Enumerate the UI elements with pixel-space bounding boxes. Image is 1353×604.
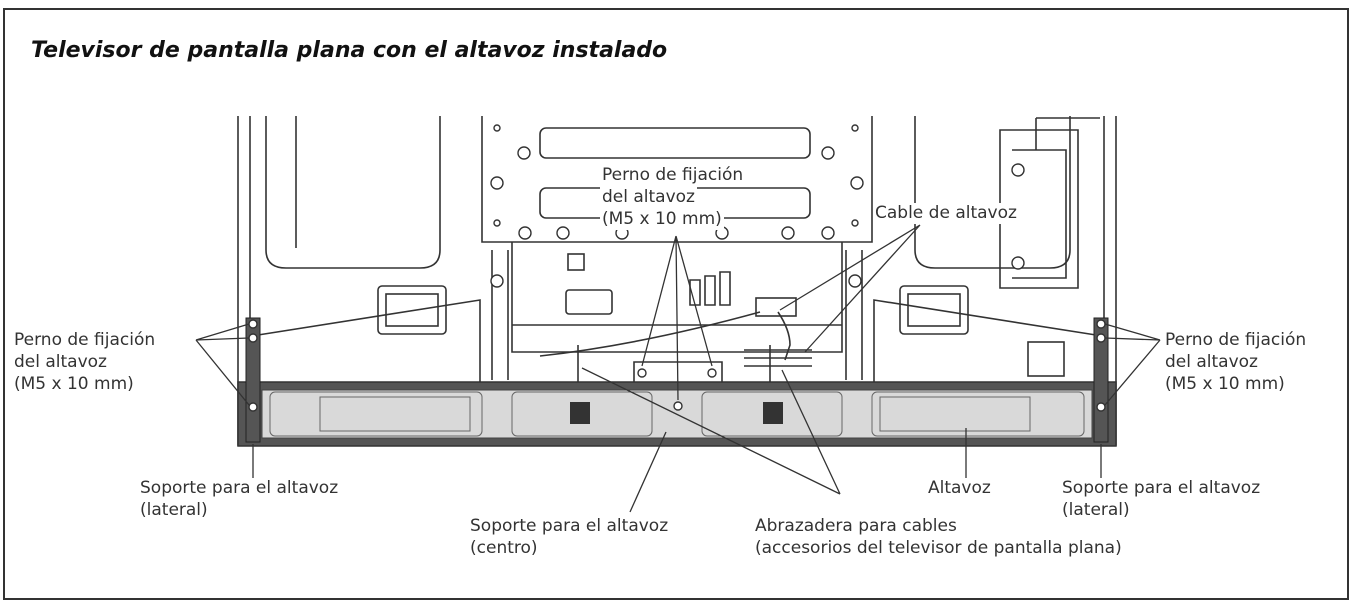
small-hole bbox=[851, 124, 859, 132]
connector bbox=[755, 297, 797, 317]
screw bbox=[490, 176, 504, 190]
speaker-grille-left bbox=[319, 396, 471, 432]
leader-cable bbox=[779, 224, 921, 353]
bolt bbox=[1096, 402, 1106, 412]
side-bracket-right bbox=[1093, 317, 1109, 443]
label-soporte-lateral-der-1: Soporte para el altavoz bbox=[1062, 478, 1261, 498]
right-box-inner bbox=[1012, 149, 1067, 279]
label-perno-centro-2: del altavoz bbox=[600, 187, 697, 208]
right-box-flap bbox=[1035, 117, 1100, 150]
right-handle bbox=[899, 285, 969, 335]
label-perno-der-2: del altavoz bbox=[1165, 352, 1258, 372]
port-square bbox=[567, 253, 585, 271]
speaker-section-1 bbox=[269, 391, 483, 437]
label-abrazadera-2: (accesorios del televisor de pantalla pl… bbox=[755, 538, 1122, 558]
right-clip bbox=[1027, 341, 1065, 377]
right-handle-inner bbox=[907, 293, 961, 327]
label-perno-centro-1: Perno de fijación bbox=[600, 165, 746, 186]
label-perno-der-1: Perno de fijación bbox=[1165, 330, 1307, 350]
label-altavoz: Altavoz bbox=[928, 478, 991, 498]
pillar-left bbox=[491, 250, 509, 380]
right-box bbox=[999, 129, 1079, 289]
left-diagonal bbox=[257, 299, 481, 385]
right-diagonal bbox=[873, 299, 1097, 385]
screw bbox=[781, 226, 795, 240]
bolt bbox=[673, 401, 683, 411]
leader-abrazadera bbox=[581, 367, 841, 495]
speaker-cable bbox=[539, 311, 791, 361]
label-soporte-lateral-der-2: (lateral) bbox=[1062, 500, 1130, 520]
label-soporte-lateral-izq-2: (lateral) bbox=[140, 500, 208, 520]
bolt bbox=[248, 402, 258, 412]
bolt bbox=[1096, 319, 1106, 329]
label-perno-izq-2: del altavoz bbox=[14, 352, 107, 372]
small-hole bbox=[493, 219, 501, 227]
terminal-ports bbox=[689, 271, 731, 306]
label-perno-izq-3: (M5 x 10 mm) bbox=[14, 374, 134, 394]
left-handle-inner bbox=[385, 293, 439, 327]
screw bbox=[821, 226, 835, 240]
speaker-connector-right bbox=[763, 402, 783, 424]
screw bbox=[556, 226, 570, 240]
label-cable-altavoz: Cable de altavoz bbox=[873, 203, 1019, 224]
speaker-section-3 bbox=[701, 391, 843, 437]
bolt bbox=[248, 333, 258, 343]
screw bbox=[517, 146, 531, 160]
screw bbox=[490, 274, 504, 288]
speaker-grille-right bbox=[879, 396, 1031, 432]
speaker-section-2 bbox=[511, 391, 653, 437]
label-perno-der-3: (M5 x 10 mm) bbox=[1165, 374, 1285, 394]
label-soporte-centro-2: (centro) bbox=[470, 538, 538, 558]
bolt bbox=[637, 368, 647, 378]
screw bbox=[518, 226, 532, 240]
label-perno-izq-1: Perno de fijación bbox=[14, 330, 156, 350]
screw bbox=[1011, 256, 1025, 270]
bolt bbox=[1096, 333, 1106, 343]
speaker-section-4 bbox=[871, 391, 1085, 437]
label-abrazadera-1: Abrazadera para cables bbox=[755, 516, 957, 536]
leader-perno-centro bbox=[641, 235, 713, 401]
screw bbox=[850, 176, 864, 190]
side-bracket-left bbox=[245, 317, 261, 443]
screw bbox=[1011, 163, 1025, 177]
bolt bbox=[707, 368, 717, 378]
label-soporte-lateral-izq-1: Soporte para el altavoz bbox=[140, 478, 339, 498]
screw bbox=[848, 274, 862, 288]
label-soporte-centro-1: Soporte para el altavoz bbox=[470, 516, 669, 536]
leader-perno-izq bbox=[195, 323, 250, 406]
left-panel bbox=[265, 116, 441, 269]
small-hole bbox=[493, 124, 501, 132]
pillar-right bbox=[845, 250, 863, 380]
small-hole bbox=[851, 219, 859, 227]
figure-title: Televisor de pantalla plana con el altav… bbox=[31, 38, 668, 63]
screw bbox=[821, 146, 835, 160]
leader-perno-der bbox=[1104, 323, 1161, 406]
leader-soporte-centro bbox=[629, 431, 667, 513]
terminal-block bbox=[565, 289, 613, 315]
plate-slot-1 bbox=[539, 127, 811, 159]
cable-coil bbox=[744, 349, 812, 367]
figure-frame bbox=[3, 8, 1349, 600]
right-panel bbox=[914, 116, 1071, 269]
speaker-connector-left bbox=[570, 402, 590, 424]
left-handle bbox=[377, 285, 447, 335]
bolt bbox=[248, 319, 258, 329]
label-perno-centro-3: (M5 x 10 mm) bbox=[600, 209, 724, 230]
